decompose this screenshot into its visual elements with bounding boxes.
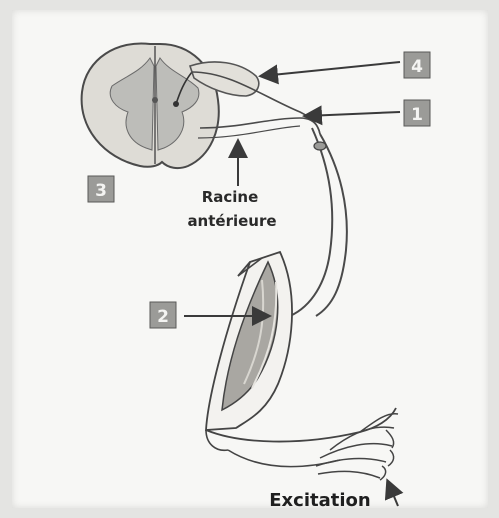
hand — [316, 414, 398, 480]
excitation-label: Excitation — [269, 490, 370, 511]
svg-text:1: 1 — [411, 105, 423, 125]
arm-with-muscle — [206, 252, 396, 467]
svg-text:4: 4 — [411, 57, 423, 77]
racine-label-line1: Racine — [202, 188, 259, 206]
svg-text:3: 3 — [95, 181, 107, 201]
svg-text:2: 2 — [157, 307, 169, 327]
spinal-cord-section — [82, 43, 219, 168]
excitation-arrow — [388, 482, 398, 506]
racine-label-line2: antérieure — [187, 212, 276, 230]
marker-2: 2 — [150, 302, 176, 328]
marker-1: 1 — [404, 100, 430, 126]
marker-4: 4 — [404, 52, 430, 78]
marker-3: 3 — [88, 176, 114, 202]
